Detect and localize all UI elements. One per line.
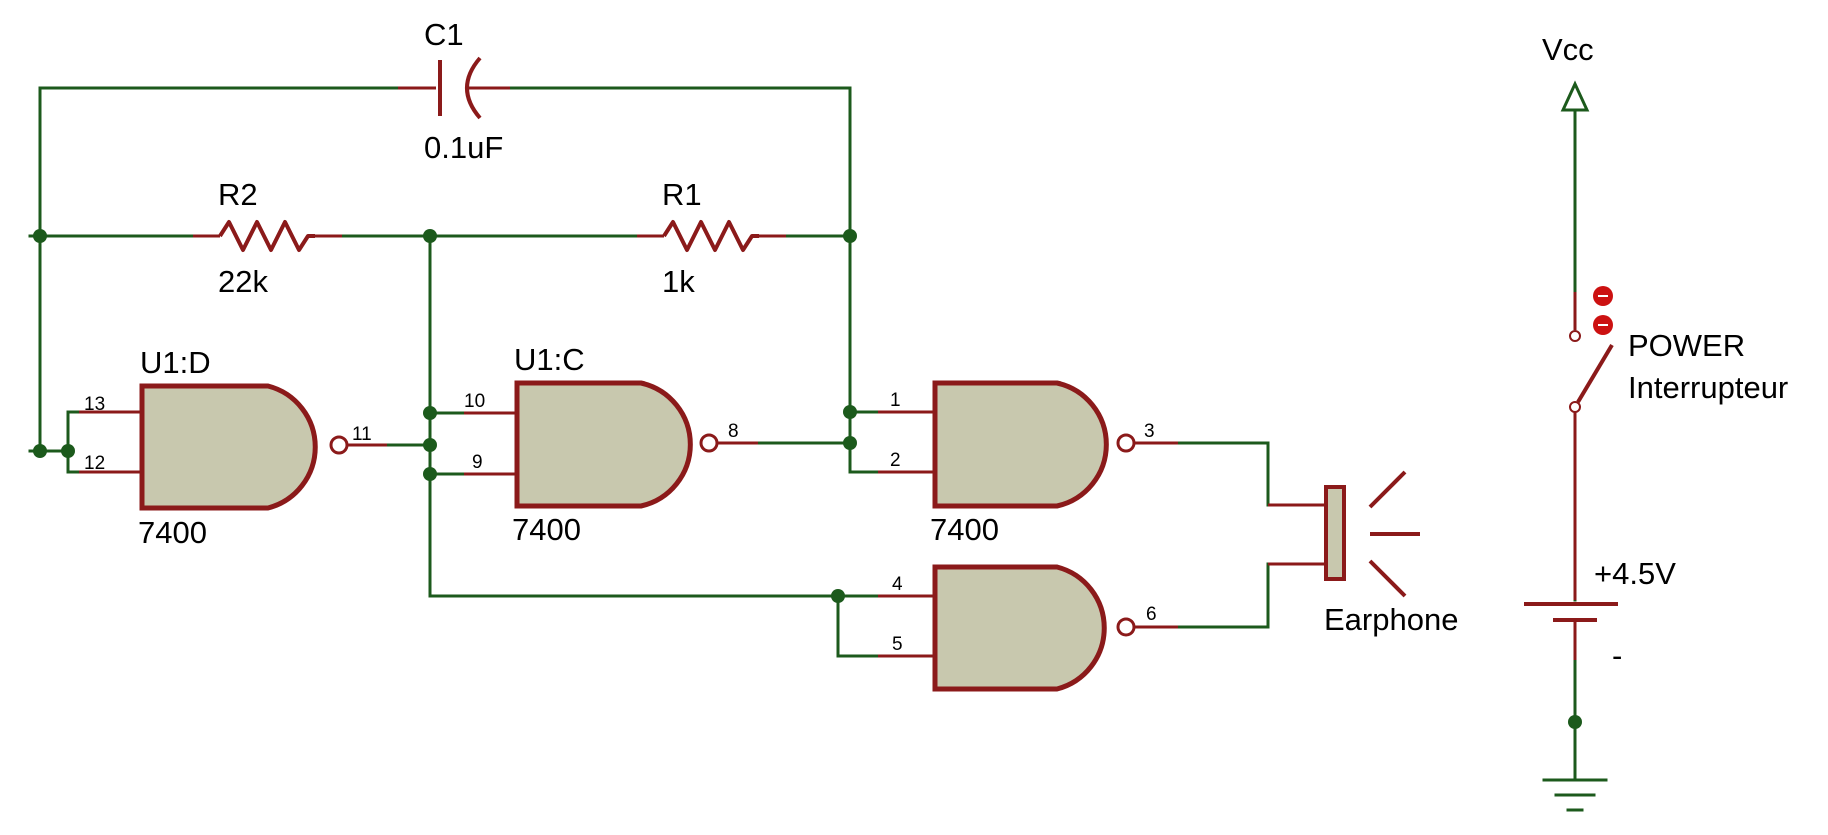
u1d-part-label: 7400 (138, 515, 207, 550)
junction-dot (61, 444, 75, 458)
junction-dot (831, 589, 845, 603)
r1-value-label: 1k (662, 264, 695, 299)
capacitor-c1: C1 0.1uF (398, 17, 510, 165)
vcc-label: Vcc (1542, 32, 1594, 67)
junction-dot (423, 467, 437, 481)
junctions (33, 229, 1582, 729)
pin-number: 4 (892, 574, 903, 595)
pin-number: 11 (352, 424, 372, 445)
junction-dot (423, 229, 437, 243)
pin-number: 6 (1146, 604, 1157, 625)
junction-dot (33, 444, 47, 458)
battery-positive-label: +4.5V (1594, 556, 1676, 591)
pin-number: 10 (464, 391, 485, 412)
u1d-ref-label: U1:D (140, 345, 211, 380)
u1c-part-label: 7400 (512, 512, 581, 547)
pin-number: 5 (892, 634, 903, 655)
r1-ref-label: R1 (662, 177, 702, 212)
c1-ref-label: C1 (424, 17, 464, 52)
battery-negative-label: - (1612, 638, 1622, 673)
switch-label: POWER (1628, 328, 1745, 363)
pin-number: 2 (890, 450, 901, 471)
pin-number: 1 (890, 390, 901, 411)
resistor-r2: R2 22k (193, 177, 342, 299)
switch-lever-icon (1576, 343, 1614, 404)
junction-dot (843, 229, 857, 243)
earphone-label: Earphone (1324, 602, 1458, 637)
earphone: Earphone (1268, 470, 1458, 637)
nand-gate-u1c: 10 9 8 U1:C 7400 (464, 342, 758, 547)
c1-value-label: 0.1uF (424, 130, 503, 165)
r2-ref-label: R2 (218, 177, 258, 212)
pin-number: 12 (84, 453, 105, 474)
resistor-r1: R1 1k (637, 177, 786, 299)
junction-dot (423, 406, 437, 420)
r2-value-label: 22k (218, 264, 268, 299)
switch-contact-icon (1569, 401, 1581, 413)
switch-type-label: Interrupteur (1628, 370, 1788, 405)
u1c-ref-label: U1:C (514, 342, 585, 377)
nand-gate-u1d: 13 12 11 U1:D 7400 (79, 345, 387, 550)
power-supply: Vcc POWER Interrupteur +4.5V - (1524, 32, 1788, 812)
earphone-icon (1324, 485, 1346, 581)
ground-icon (1542, 778, 1608, 812)
switch-contact-icon (1569, 330, 1581, 342)
pin-number: 8 (728, 421, 739, 442)
pin-number: 3 (1144, 421, 1155, 442)
vcc-arrow-icon (1560, 80, 1590, 112)
junction-dot (1568, 715, 1582, 729)
nand-gate-u1a: 1 2 3 7400 (878, 380, 1178, 547)
nand-gate-u1b: 4 5 6 (878, 564, 1178, 692)
u1a-part-label: 7400 (930, 512, 999, 547)
junction-dot (843, 405, 857, 419)
pin-number: 9 (472, 452, 483, 473)
junction-dot (33, 229, 47, 243)
junction-dot (423, 438, 437, 452)
pin-number: 13 (84, 394, 105, 415)
junction-dot (843, 436, 857, 450)
